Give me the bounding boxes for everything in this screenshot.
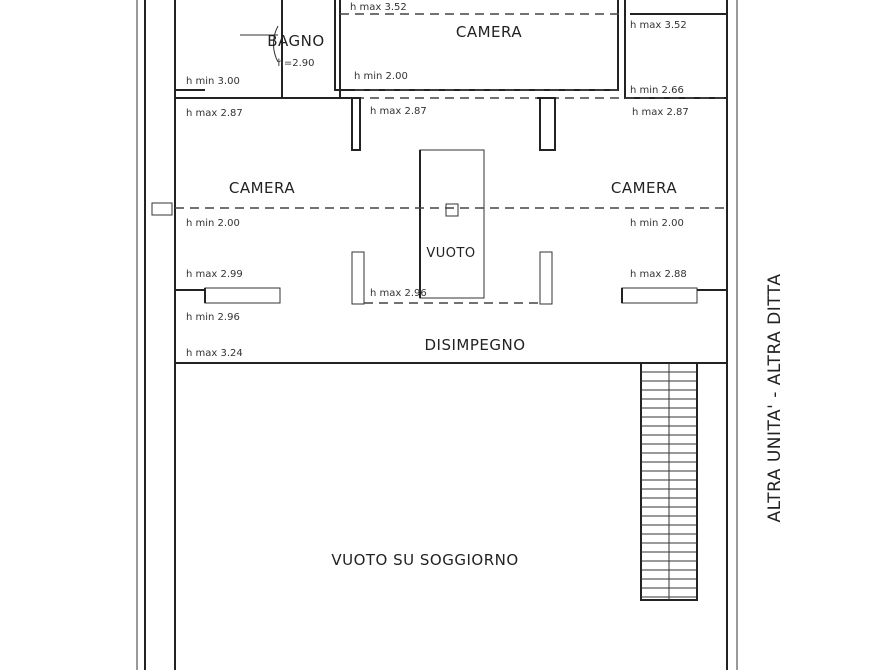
height-label: h min 2.66 [630,85,684,96]
height-label: h max 2.87 [632,107,689,118]
height-label: h min 2.96 [186,312,240,323]
room-label-vuoto-soggiorno: VUOTO SU SOGGIORNO [331,551,518,569]
room-label-bagno: BAGNO [267,32,324,50]
room-label-camera-right: CAMERA [611,179,677,197]
height-label: h min 2.00 [186,218,240,229]
height-label: h max 2.87 [370,106,427,117]
room-label-vuoto: VUOTO [426,246,475,261]
height-label: h max 3.24 [186,348,243,359]
height-label: h max 3.52 [350,2,407,13]
height-label: h max 2.88 [630,269,687,280]
stair [640,362,698,601]
height-label: h max 3.52 [630,20,687,31]
height-label: h min 2.00 [630,218,684,229]
height-label: h min 2.00 [354,71,408,82]
height-label: h min 3.00 [186,76,240,87]
height-label: h max 2.99 [186,269,243,280]
room-label-camera-left: CAMERA [229,179,295,197]
label-altra-unita: ALTRA UNITA' - ALTRA DITTA [765,274,785,523]
height-label: h=2.90 [278,58,315,69]
height-label: h max 2.96 [370,288,427,299]
room-label-camera-top: CAMERA [456,23,522,41]
walls [136,0,738,670]
height-label: h max 2.87 [186,108,243,119]
room-label-disimpegno: DISIMPEGNO [424,336,525,354]
